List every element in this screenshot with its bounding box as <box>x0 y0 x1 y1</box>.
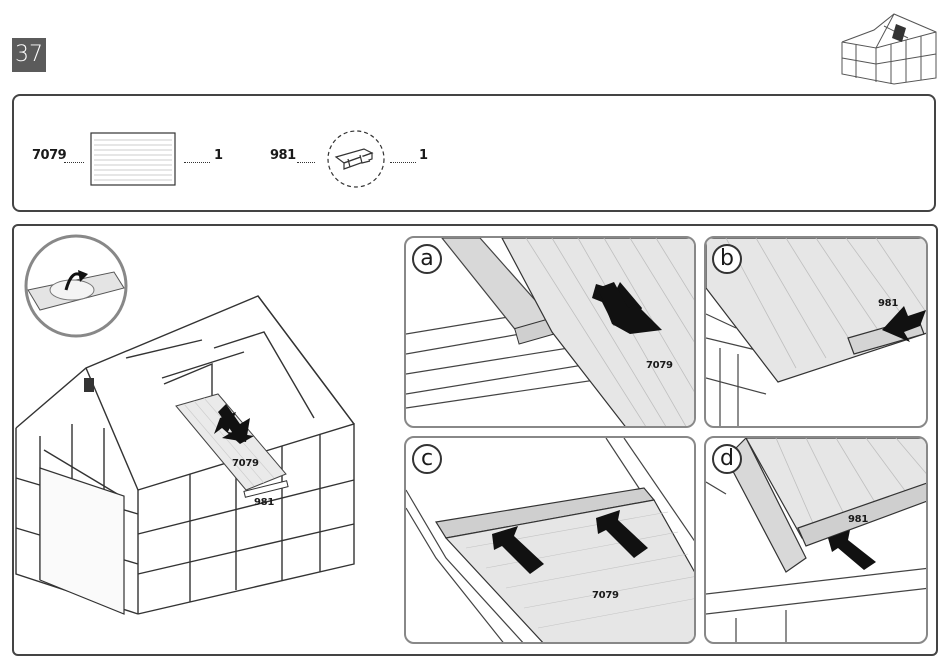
overview-clip-label: 981 <box>254 497 274 508</box>
overview-panel-label: 7079 <box>232 458 259 469</box>
part-qty-981: 1 <box>419 148 428 163</box>
part-code-981: 981 <box>270 148 296 163</box>
step-number-badge: 37 <box>12 38 46 72</box>
roof-panel-icon <box>90 132 176 186</box>
parts-list-box: 7079 1 981 1 <box>12 94 936 212</box>
leader-dots <box>184 161 210 163</box>
step-letter-d: d <box>712 444 742 474</box>
part-qty-7079: 1 <box>214 148 223 163</box>
step-panel-b: b 981 <box>704 236 928 428</box>
step-panel-c: c 7079 <box>404 436 696 644</box>
leader-dots <box>64 161 84 163</box>
panel-clip-icon <box>326 129 386 189</box>
step-c-callout: 7079 <box>592 590 619 601</box>
step-panel-d: d 981 <box>704 436 928 644</box>
step-b-callout: 981 <box>878 298 898 309</box>
step-d-callout: 981 <box>848 514 868 525</box>
step-panel-a: a 7079 <box>404 236 696 428</box>
step-letter-a: a <box>412 244 442 274</box>
step-a-callout: 7079 <box>646 360 673 371</box>
step-letter-c: c <box>412 444 442 474</box>
step-letter-b: b <box>712 244 742 274</box>
greenhouse-thumbnail-icon <box>836 8 940 88</box>
leader-dots <box>297 161 315 163</box>
greenhouse-overview-drawing <box>14 228 394 654</box>
leader-dots <box>390 161 416 163</box>
part-code-7079: 7079 <box>32 148 66 163</box>
